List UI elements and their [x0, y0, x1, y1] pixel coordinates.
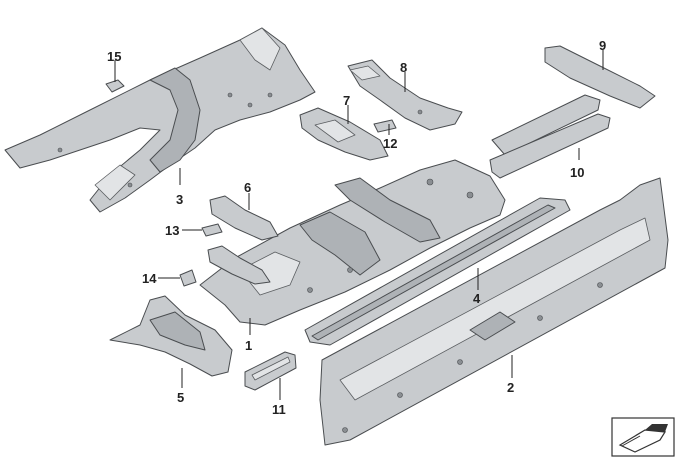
- callout-11: 11: [272, 402, 286, 417]
- part-12-clip[interactable]: [373, 119, 397, 133]
- callout-12: 12: [383, 136, 397, 151]
- part-13-clip[interactable]: [201, 223, 223, 237]
- part-3-front-frame[interactable]: [4, 27, 316, 213]
- callout-7: 7: [343, 93, 350, 108]
- part-14-bracket[interactable]: [179, 269, 197, 287]
- callout-1: 1: [245, 338, 252, 353]
- callout-4: 4: [473, 291, 481, 306]
- part-9-crossmember[interactable]: [491, 45, 656, 156]
- part-10-crossmember[interactable]: [489, 113, 611, 179]
- callout-6: 6: [244, 180, 251, 195]
- leader-lines: [114, 50, 604, 400]
- part-2-side-panel[interactable]: [319, 177, 669, 446]
- part-4-sill-beam[interactable]: [304, 197, 571, 346]
- callout-3: 3: [176, 192, 183, 207]
- callout-2: 2: [507, 380, 514, 395]
- callout-labels: 15 3 8 7 12 9 10 6 13 14 4 1 2 5 11: [107, 38, 606, 417]
- part-8-rail[interactable]: [347, 59, 463, 131]
- part-1-floor-pan[interactable]: [199, 159, 506, 326]
- part-15-bracket[interactable]: [105, 79, 125, 93]
- callout-9: 9: [599, 38, 606, 53]
- callout-5: 5: [177, 390, 184, 405]
- callout-14: 14: [142, 271, 157, 286]
- callout-10: 10: [570, 165, 584, 180]
- part-11-box-bracket[interactable]: [244, 351, 297, 391]
- part-6-seat-bracket[interactable]: [207, 195, 279, 285]
- callout-15: 15: [107, 49, 121, 64]
- vehicle-orientation-icon[interactable]: [611, 417, 675, 457]
- callout-8: 8: [400, 60, 407, 75]
- part-7-bracket[interactable]: [299, 107, 389, 161]
- callout-13: 13: [165, 223, 179, 238]
- part-5-bracket[interactable]: [109, 295, 233, 377]
